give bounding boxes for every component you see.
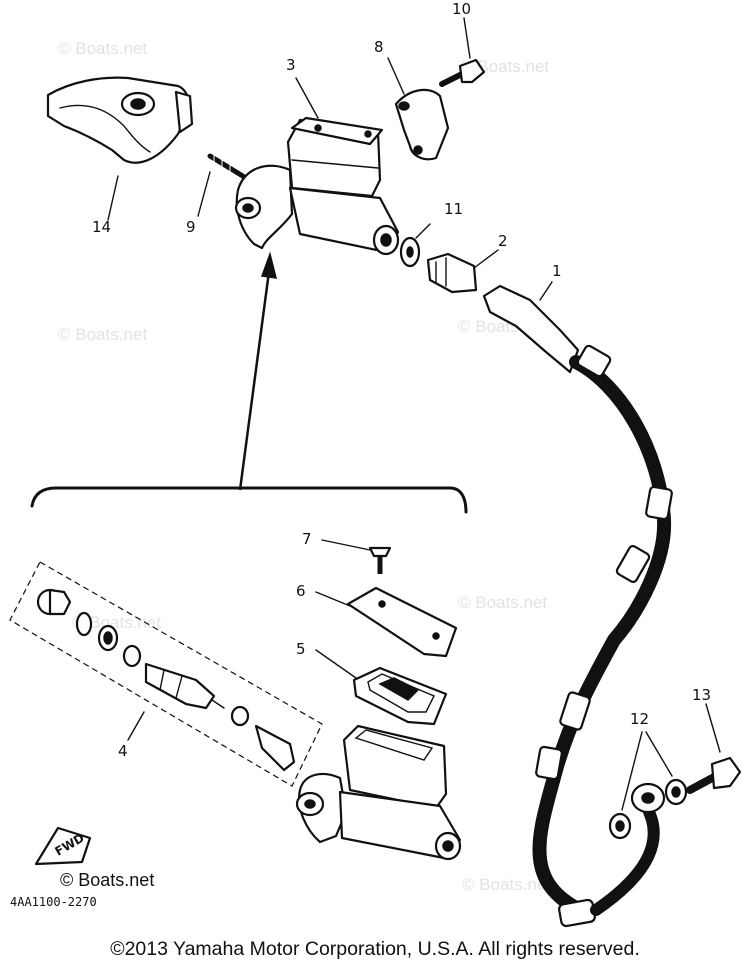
callout-11: 11	[444, 200, 463, 218]
watermarks: © Boats.net © Boats.net © Boats.net © Bo…	[58, 39, 551, 894]
part-3-master-cylinder	[234, 77, 400, 256]
part-5-diaphragm	[315, 649, 448, 726]
part-7-screw	[321, 539, 392, 574]
watermark: © Boats.net	[458, 593, 547, 612]
callout-4: 4	[118, 742, 128, 760]
part-13-union-bolt	[686, 703, 742, 794]
watermark: © Boats.net	[58, 325, 147, 344]
part-1-brake-hose	[482, 281, 673, 928]
part-4-piston-kit	[9, 561, 323, 787]
copyright-text: ©2013 Yamaha Motor Corporation, U.S.A. A…	[110, 938, 640, 960]
callout-5: 5	[296, 640, 306, 658]
watermark: © Boats.net	[462, 875, 551, 894]
callout-14: 14	[92, 218, 111, 236]
master-cylinder-body	[295, 724, 462, 861]
callout-6: 6	[296, 582, 306, 600]
watermark: © Boats.net	[58, 39, 147, 58]
callout-2: 2	[498, 232, 508, 250]
part-11-washer	[399, 223, 431, 268]
part-12-washers	[608, 731, 688, 840]
callout-9: 9	[186, 218, 196, 236]
callout-1: 1	[552, 262, 562, 280]
part-14-cover	[46, 76, 194, 221]
callout-10: 10	[452, 0, 471, 18]
callout-3: 3	[286, 56, 296, 74]
callout-12: 12	[630, 710, 649, 728]
part-8-bracket	[387, 57, 450, 161]
part-9-screw	[197, 153, 249, 217]
fwd-arrow-icon: FWD	[34, 826, 92, 866]
diagram-code: 4AA1100-2270	[10, 895, 97, 909]
detail-bracket	[30, 486, 468, 514]
boats-label: © Boats.net	[60, 870, 154, 890]
callout-13: 13	[692, 686, 711, 704]
part-10-bolt	[439, 17, 486, 87]
callout-8: 8	[374, 38, 384, 56]
part-2-fitting	[426, 249, 499, 294]
callout-7: 7	[302, 530, 312, 548]
part-6-cap	[315, 586, 458, 658]
arrow	[238, 251, 277, 491]
watermark: © Boats.net	[72, 613, 161, 632]
